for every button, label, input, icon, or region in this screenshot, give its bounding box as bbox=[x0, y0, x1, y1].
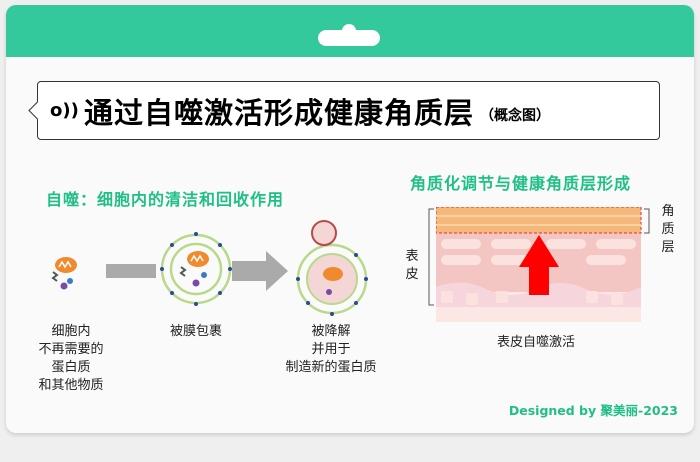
arrow-2 bbox=[232, 251, 288, 291]
left-heading: 自噬：细胞内的清洁和回收作用 bbox=[46, 190, 285, 209]
stratum-corneum-layer bbox=[436, 207, 642, 234]
title-box: o)) 通过自噬激活形成健康角质层 （概念图） bbox=[37, 81, 660, 140]
free-organelles bbox=[51, 257, 77, 290]
page-title: 通过自噬激活形成健康角质层 bbox=[84, 95, 475, 130]
stratum-bracket bbox=[644, 208, 650, 234]
tab-decoration bbox=[318, 24, 380, 46]
stratum-label: 角 质 层 bbox=[661, 204, 675, 255]
right-heading: 角质化调节与健康角质层形成 bbox=[410, 174, 632, 193]
degraded-organelles bbox=[296, 220, 368, 316]
autophagy-illustration bbox=[51, 220, 368, 316]
title-note: （概念图） bbox=[480, 107, 551, 124]
arrow-1 bbox=[106, 264, 156, 278]
epidermis-label: 表 皮 bbox=[405, 249, 419, 282]
infographic-card: o)) 通过自噬激活形成健康角质层 （概念图） 自噬：细胞内的清洁和回收作用 角… bbox=[6, 5, 694, 433]
step-3-label: 被降解 并用于 制造新的蛋白质 bbox=[285, 324, 377, 375]
up-arrow-icon bbox=[519, 235, 559, 295]
epidermis-bracket bbox=[428, 208, 434, 306]
header-bar bbox=[6, 5, 694, 57]
step-2-label: 被膜包裹 bbox=[169, 324, 222, 339]
skin-caption: 表皮自噬激活 bbox=[496, 335, 575, 350]
step-1-label: 细胞内 不再需要的 蛋白质 和其他物质 bbox=[38, 324, 104, 393]
skin-illustration bbox=[436, 207, 642, 322]
footer-credit: Designed by 聚美丽-2023 bbox=[508, 403, 678, 418]
sound-icon: o)) bbox=[50, 100, 79, 121]
enclosed-organelles bbox=[160, 232, 232, 306]
